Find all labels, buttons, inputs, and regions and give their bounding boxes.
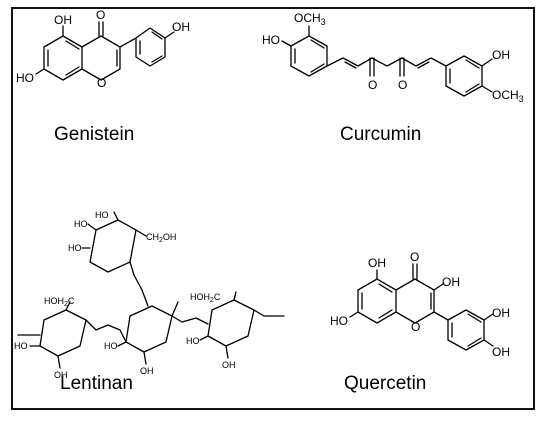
lentinan-oh-3: OH [222, 360, 236, 370]
lentinan-oh-2: OH [140, 366, 154, 376]
genistein-oh-left: HO [16, 71, 34, 85]
quercetin-label: Quercetin [344, 373, 427, 394]
quercetin-oh-b2: OH [492, 345, 510, 359]
lentinan-ho-2: HO [104, 341, 118, 351]
figure-frame [11, 7, 535, 410]
quercetin-oh-top: OH [368, 256, 386, 270]
lentinan-label: Lentinan [60, 373, 133, 394]
curcumin-ome-left: OCH3 [294, 11, 326, 27]
quercetin-oh-b1: OH [492, 306, 510, 320]
curcumin-ome-right: OCH3 [492, 88, 524, 104]
curcumin-ketone-o2: O [398, 78, 407, 92]
quercetin-ketone-o: O [410, 250, 419, 264]
lentinan-hoh2c-1: HOH2C [44, 296, 75, 308]
curcumin-label: Curcumin [340, 124, 422, 145]
lentinan-ho-top-a: HO [95, 210, 109, 220]
genistein-label: Genistein [54, 124, 135, 145]
quercetin-oh-c3: OH [442, 275, 460, 289]
lentinan-hoh2c-2: HOH2C [190, 292, 221, 304]
lentinan-ho-1: HO [14, 341, 28, 351]
curcumin-oh-left: HO [262, 33, 280, 47]
quercetin-oh-left: HO [330, 314, 348, 328]
lentinan-ho-top-b: HO [74, 219, 88, 229]
genistein-ketone-o: O [96, 8, 105, 22]
lentinan-ho-top-c: HO [68, 243, 82, 253]
quercetin-ring-o: O [411, 320, 420, 334]
genistein-oh-top: OH [54, 13, 72, 27]
genistein-oh-phenyl: OH [172, 20, 190, 34]
curcumin-ketone-o1: O [368, 78, 377, 92]
genistein-ring-o: O [97, 76, 106, 90]
curcumin-oh-right: OH [492, 48, 510, 62]
lentinan-ho-3: HO [186, 336, 200, 346]
lentinan-oh-1: OH [54, 370, 68, 380]
lentinan-ch2oh-top: CH2OH [146, 232, 176, 244]
